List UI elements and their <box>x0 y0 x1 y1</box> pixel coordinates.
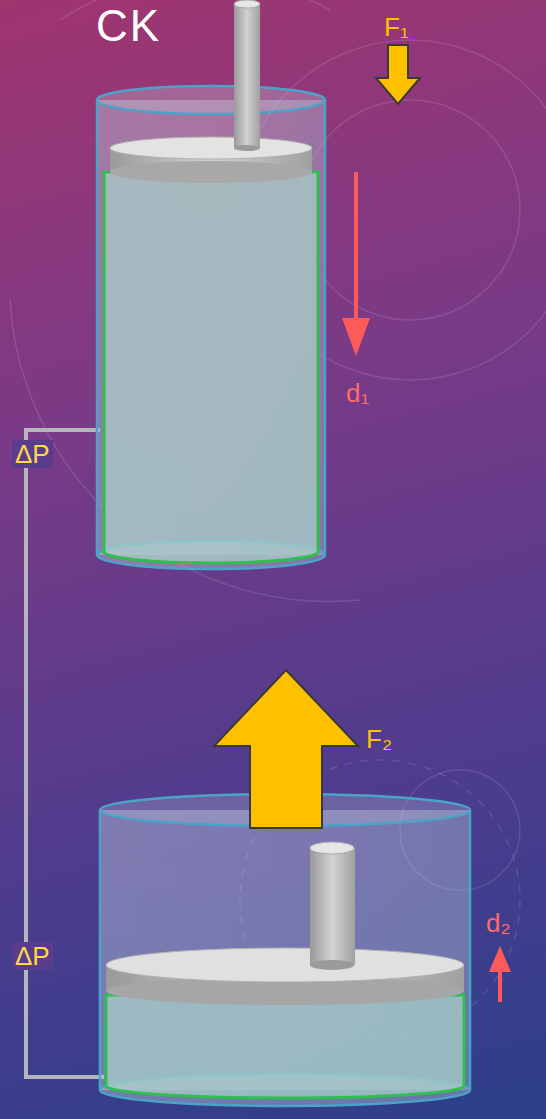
displacement-arrow <box>342 172 370 356</box>
force-label: F₁ <box>384 14 409 40</box>
force-arrow <box>214 670 358 828</box>
slide-title: CK <box>96 4 161 48</box>
pressure-label: ΔP <box>12 942 53 970</box>
small-cylinder <box>97 0 325 569</box>
force-arrow <box>376 45 420 104</box>
distance-label: d₂ <box>486 910 511 936</box>
displacement-arrow <box>489 946 511 1002</box>
distance-label: d₁ <box>346 380 369 406</box>
pressure-label: ΔP <box>12 440 53 468</box>
force-label: F₂ <box>366 726 392 752</box>
connecting-pipe <box>26 430 104 1077</box>
large-cylinder <box>100 794 470 1106</box>
